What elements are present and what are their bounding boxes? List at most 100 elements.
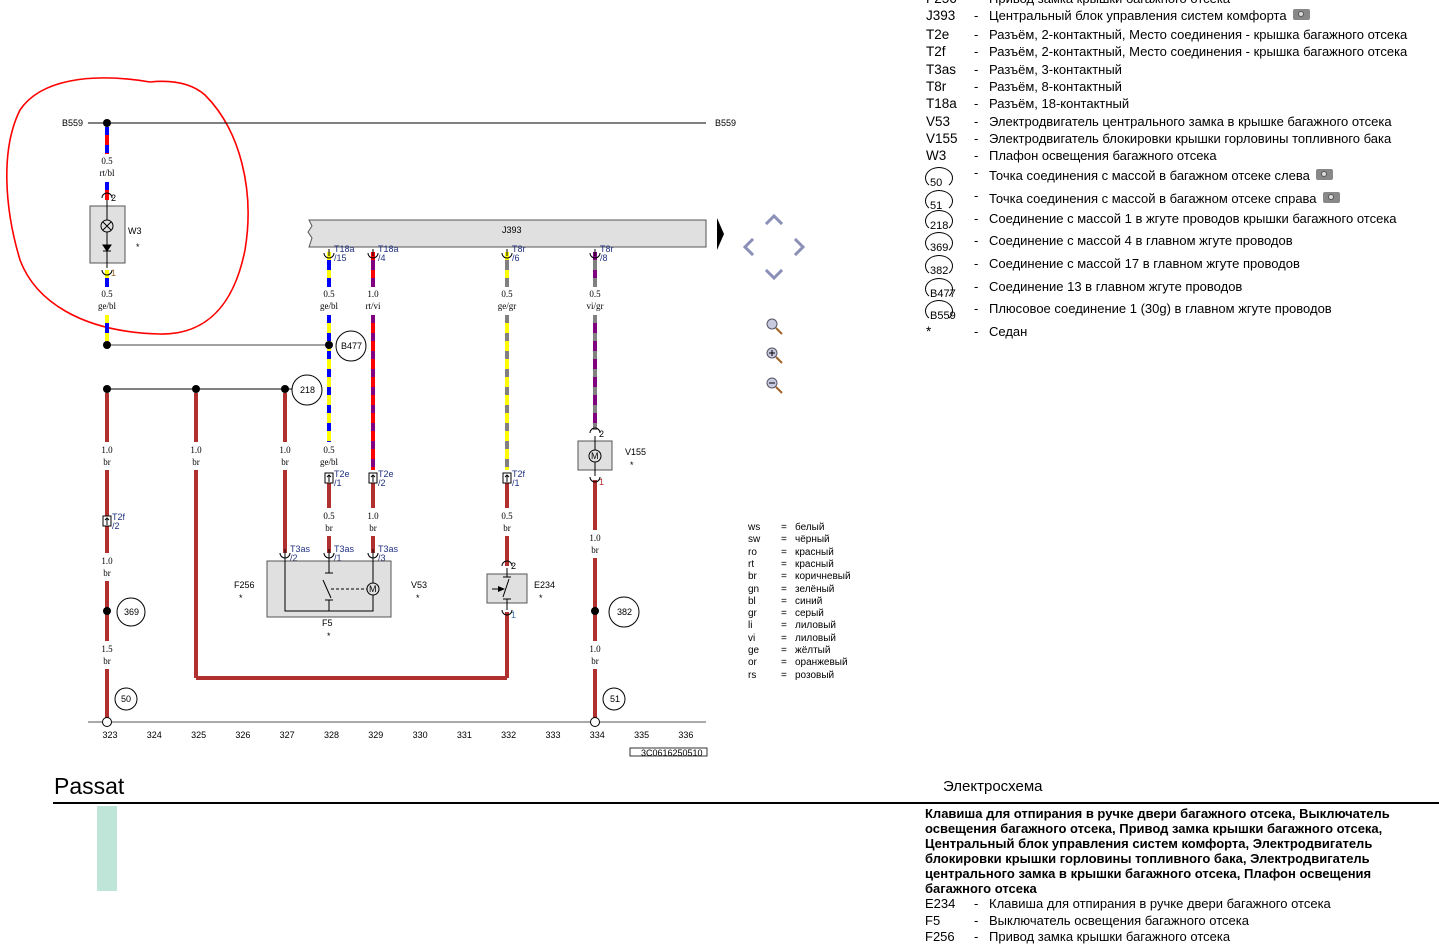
v155-pin-1: 1 bbox=[599, 477, 604, 487]
next-page-arrow[interactable] bbox=[717, 218, 724, 250]
w3-pin-1: 1 bbox=[111, 268, 116, 278]
color-eq: = bbox=[781, 645, 787, 656]
connector-label: T18a bbox=[378, 244, 399, 254]
legend-dash: - bbox=[974, 62, 979, 77]
column-number: 332 bbox=[501, 730, 516, 740]
motor-v53-m: M bbox=[369, 584, 377, 594]
legend-desc: Разъём, 8-контактный bbox=[989, 79, 1122, 94]
wire-color: br bbox=[103, 568, 111, 578]
j393-control-unit[interactable] bbox=[307, 219, 707, 248]
v155-pin-2: 2 bbox=[599, 429, 604, 439]
pan-left-icon[interactable] bbox=[742, 237, 755, 257]
connector-icon bbox=[502, 472, 512, 484]
color-eq: = bbox=[781, 571, 787, 583]
color-code: li bbox=[748, 620, 753, 632]
connector-label: T2f bbox=[112, 512, 126, 522]
wire-size: 0.5 bbox=[323, 511, 335, 521]
legend-dash: - bbox=[974, 324, 979, 339]
wire-color: br bbox=[281, 457, 289, 467]
column-number: 328 bbox=[324, 730, 339, 740]
wiring-diagram[interactable]: B559 B559 J393 0.5rt/bl0.5ge/bl0.5ge/bl0… bbox=[0, 0, 1439, 891]
footer-description: Клавиша для отпирания в ручке двери бага… bbox=[925, 806, 1435, 946]
connector-pin: /1 bbox=[334, 553, 342, 563]
legend-code: T3as bbox=[926, 62, 957, 77]
legend-dash: - bbox=[974, 131, 979, 146]
e234-label: E234 bbox=[534, 580, 555, 590]
footer-dash: - bbox=[974, 912, 979, 928]
color-code: vi bbox=[748, 632, 756, 644]
camera-icon[interactable] bbox=[1292, 9, 1310, 20]
legend-desc: Привод замка крышки багажного отсека bbox=[989, 0, 1230, 6]
camera-icon[interactable] bbox=[1315, 169, 1333, 180]
footer-dash: - bbox=[974, 929, 979, 944]
legend-code: 51 bbox=[930, 200, 943, 212]
legend-desc: Электродвигатель центрального замка в кр… bbox=[989, 114, 1392, 129]
node-218[interactable] bbox=[291, 374, 323, 406]
column-number: 330 bbox=[413, 730, 428, 740]
footer-item: F5-Выключатель освещения багажного отсек… bbox=[925, 913, 1435, 930]
bus-label-right: B559 bbox=[715, 118, 736, 128]
w3-pin-icons bbox=[101, 192, 113, 276]
legend-dash: - bbox=[974, 233, 979, 248]
wire-size: 0.5 bbox=[589, 289, 601, 299]
legend-dash: - bbox=[974, 256, 979, 271]
column-number: 324 bbox=[147, 730, 162, 740]
pan-down-icon[interactable] bbox=[764, 268, 784, 281]
zoom-in-icon[interactable] bbox=[766, 347, 783, 364]
legend-code: W3 bbox=[926, 148, 947, 163]
zoom-icon[interactable] bbox=[766, 318, 783, 335]
node-369[interactable] bbox=[116, 597, 146, 627]
node-51[interactable] bbox=[602, 687, 626, 711]
color-eq: = bbox=[781, 595, 787, 607]
legend-dash: - bbox=[974, 211, 979, 226]
legend-code: B559 bbox=[930, 310, 956, 322]
model-title: Passat bbox=[54, 773, 125, 799]
legend-dash: - bbox=[974, 0, 978, 6]
wire-color: br bbox=[591, 545, 599, 555]
w3-pin-2: 2 bbox=[111, 193, 116, 203]
legend-desc: Соединение 13 в главном жгуте проводов bbox=[989, 279, 1243, 294]
legend-code: T8r bbox=[926, 79, 947, 94]
wire-color: ge/bl bbox=[98, 301, 116, 311]
motor-v53-icon bbox=[366, 582, 380, 596]
pan-right-icon[interactable] bbox=[793, 237, 806, 257]
footer-item: E234-Клавиша для отпирания в ручке двери… bbox=[925, 896, 1435, 913]
connector-icon bbox=[589, 249, 601, 259]
zoom-out-icon[interactable] bbox=[766, 377, 783, 394]
legend-code: V155 bbox=[926, 131, 958, 146]
wire-size: 0.5 bbox=[323, 445, 335, 455]
legend-desc: Соединение с массой 17 в главном жгуте п… bbox=[989, 256, 1300, 271]
legend-code: * bbox=[926, 324, 932, 339]
camera-icon[interactable] bbox=[1322, 192, 1340, 203]
wire-color: ge/gr bbox=[498, 301, 517, 311]
legend-code: F256 bbox=[926, 0, 957, 6]
node-50[interactable] bbox=[114, 687, 138, 711]
legend-desc: Плюсовое соединение 1 (30g) в главном жг… bbox=[989, 301, 1332, 316]
color-name: чёрный bbox=[795, 534, 830, 546]
footer-desc: Привод замка крышки багажного отсека bbox=[989, 929, 1231, 944]
connector-label: T3as bbox=[334, 544, 355, 554]
legend-desc: Разъём, 2-контактный, Место соединения -… bbox=[989, 27, 1408, 42]
wire-size: 1.0 bbox=[279, 445, 291, 455]
legend-desc: Электродвигатель блокировки крышки горло… bbox=[989, 131, 1392, 146]
node-382[interactable] bbox=[608, 596, 640, 628]
wire-size: 0.5 bbox=[501, 289, 513, 299]
legend-desc: Разъём, 18-контактный bbox=[989, 96, 1130, 111]
bus-label-left: B559 bbox=[62, 118, 83, 128]
column-number: 326 bbox=[235, 730, 250, 740]
footer-dash: - bbox=[974, 896, 979, 911]
e234-star: * bbox=[539, 593, 543, 603]
legend-dash: - bbox=[974, 301, 979, 316]
legend-desc: Разъём, 3-контактный bbox=[989, 62, 1122, 77]
node-382-label: 382 bbox=[617, 607, 632, 617]
wire-size: 0.5 bbox=[323, 289, 335, 299]
wire-color: rt/vi bbox=[366, 301, 381, 311]
node-b477[interactable] bbox=[335, 330, 367, 362]
wire-size: 1.0 bbox=[190, 445, 202, 455]
color-name: синий bbox=[795, 595, 823, 607]
wire-size: 1.0 bbox=[367, 511, 379, 521]
color-name: розовый bbox=[795, 669, 835, 681]
column-number: 325 bbox=[191, 730, 206, 740]
pan-up-icon[interactable] bbox=[764, 213, 784, 226]
footer-code: F5 bbox=[925, 912, 941, 928]
